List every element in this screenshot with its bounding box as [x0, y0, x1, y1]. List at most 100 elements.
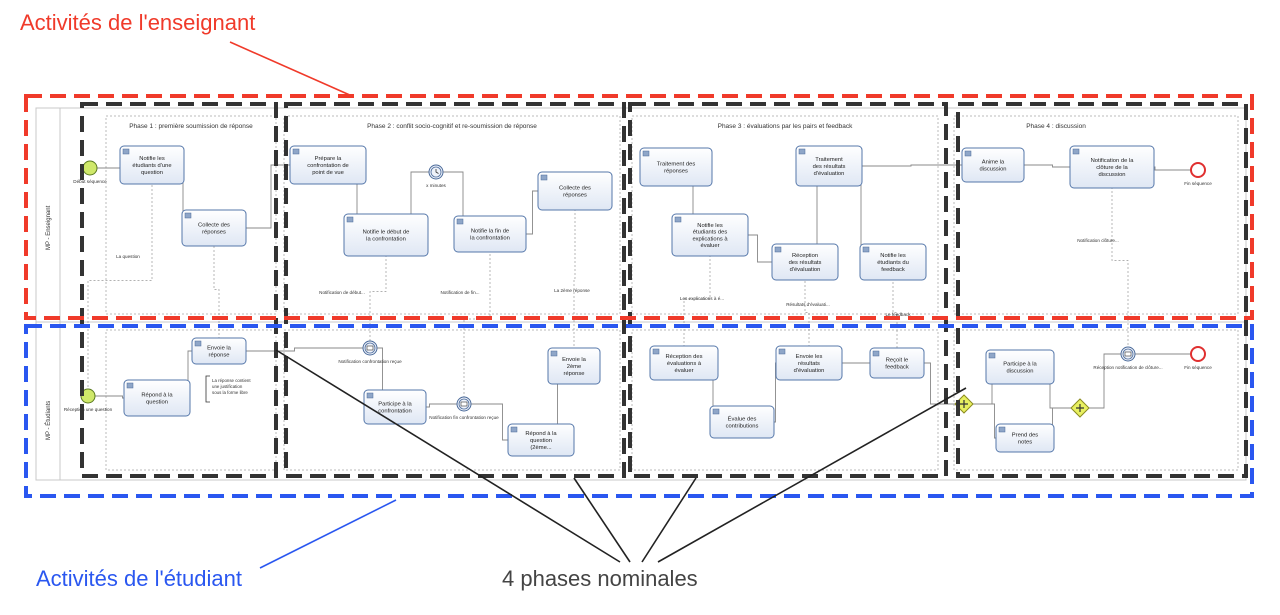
task-label: Reçoit le — [886, 358, 909, 364]
note-text-line: une justification — [212, 384, 243, 389]
task-label: Notifie les — [880, 253, 906, 259]
phases-pointer-line-4 — [657, 387, 967, 563]
task-box — [289, 145, 367, 185]
phase-frame-1 — [80, 102, 278, 478]
task-type-icon — [652, 348, 660, 355]
teacher-activities-annotation: Activités de l'enseignant — [20, 10, 256, 35]
event-label: Notification confrontation reçue — [338, 359, 402, 364]
task-box — [453, 215, 527, 253]
task-label: Participe à la — [1003, 362, 1037, 368]
flow-label-resultats-eval: Résultats d'évaluati... — [786, 302, 830, 307]
task-box — [961, 147, 1025, 183]
phase-frame-2 — [284, 102, 626, 478]
task-label: 2ème — [567, 364, 582, 370]
node-end-s: Fin séquence — [1184, 346, 1212, 370]
message-flow-arrow — [892, 262, 897, 363]
task-type-icon — [510, 426, 518, 433]
task-label: Anime la — [982, 160, 1005, 166]
task-type-icon — [184, 212, 192, 219]
task-type-icon — [872, 350, 880, 357]
note-text-line: La réponse contient — [212, 378, 251, 383]
task-label: Traitement des — [657, 162, 696, 168]
task-type-icon — [1072, 148, 1080, 155]
task-label: résultats — [798, 361, 820, 367]
phases-pointer-line-1 — [275, 349, 621, 563]
task-label: explications à — [692, 236, 728, 242]
node-gw2 — [1070, 398, 1090, 418]
task-label: réponses — [202, 229, 226, 235]
task-box — [181, 209, 247, 247]
task-label: Notification de la — [1091, 158, 1135, 164]
task-label: la confrontation — [366, 236, 406, 242]
task-label: Répond à la — [525, 431, 557, 437]
flow-label-la-2eme-reponse: La 2ème réponse — [554, 288, 590, 293]
task-box — [795, 145, 863, 187]
task-label: (2ème... — [530, 445, 552, 451]
lane-label-teacher: MP - Enseignant — [46, 205, 52, 250]
task-label: réponses — [664, 168, 688, 174]
task-box — [709, 405, 775, 439]
start-event-circle — [82, 160, 98, 176]
message-inner-ring — [458, 398, 470, 410]
event-label: Notification fin confrontation reçue — [429, 415, 499, 420]
task-label: discussion — [1098, 172, 1125, 178]
task-label: question — [146, 399, 168, 405]
message-inner-ring — [1122, 348, 1134, 360]
message-flow-arrow — [684, 235, 711, 363]
sequence-flow-arrow — [829, 161, 994, 169]
node-timer: x minutes — [426, 164, 447, 188]
task-label: Réception — [792, 253, 818, 259]
task-label: discussion — [979, 166, 1006, 172]
task-label: Traitement — [815, 157, 843, 163]
phase-title-3: Phase 3 : évaluations par les pairs et f… — [718, 123, 854, 130]
task-type-icon — [456, 218, 464, 225]
phases-pointer-line-2 — [573, 477, 631, 563]
task-label: notes — [1018, 439, 1032, 445]
phase-box-3-teacher — [631, 115, 939, 315]
task-label: feedback — [881, 267, 905, 273]
task-box — [191, 337, 247, 365]
student-activities-annotation: Activités de l'étudiant — [36, 566, 242, 591]
task-label: d'évaluation — [814, 171, 845, 177]
task-label: question — [141, 170, 163, 176]
task-box — [859, 243, 927, 281]
task-label: évaluations à — [667, 361, 702, 367]
task-type-icon — [550, 350, 558, 357]
message-flow-arrow — [214, 228, 220, 351]
task-box — [639, 147, 713, 187]
flow-label-la-question: La question — [116, 254, 140, 259]
task-label: Répond à la — [141, 393, 173, 399]
task-box — [995, 423, 1055, 453]
flow-label-les-explications: Les explications à é... — [680, 296, 724, 301]
task-label: Notifie le début de — [363, 230, 410, 236]
task-label: réponse — [564, 371, 585, 377]
task-type-icon — [122, 148, 130, 155]
envelope-icon — [1124, 351, 1132, 357]
node-msg1: Notification confrontation reçue — [338, 340, 402, 364]
task-label: étudiants des — [693, 230, 728, 236]
node-s-repond2: Répond à laquestion(2ème... — [507, 423, 575, 457]
phase-frame-4 — [956, 102, 1248, 478]
gateway-plus-icon — [960, 400, 968, 408]
task-type-icon — [862, 246, 870, 253]
task-label: Envoie la — [207, 346, 232, 352]
task-box — [671, 213, 749, 257]
task-box — [869, 347, 925, 379]
task-type-icon — [674, 216, 682, 223]
task-label: discussion — [1006, 368, 1033, 374]
task-label: Évalue des — [728, 416, 757, 423]
task-label: Notifie la fin de — [471, 229, 509, 235]
